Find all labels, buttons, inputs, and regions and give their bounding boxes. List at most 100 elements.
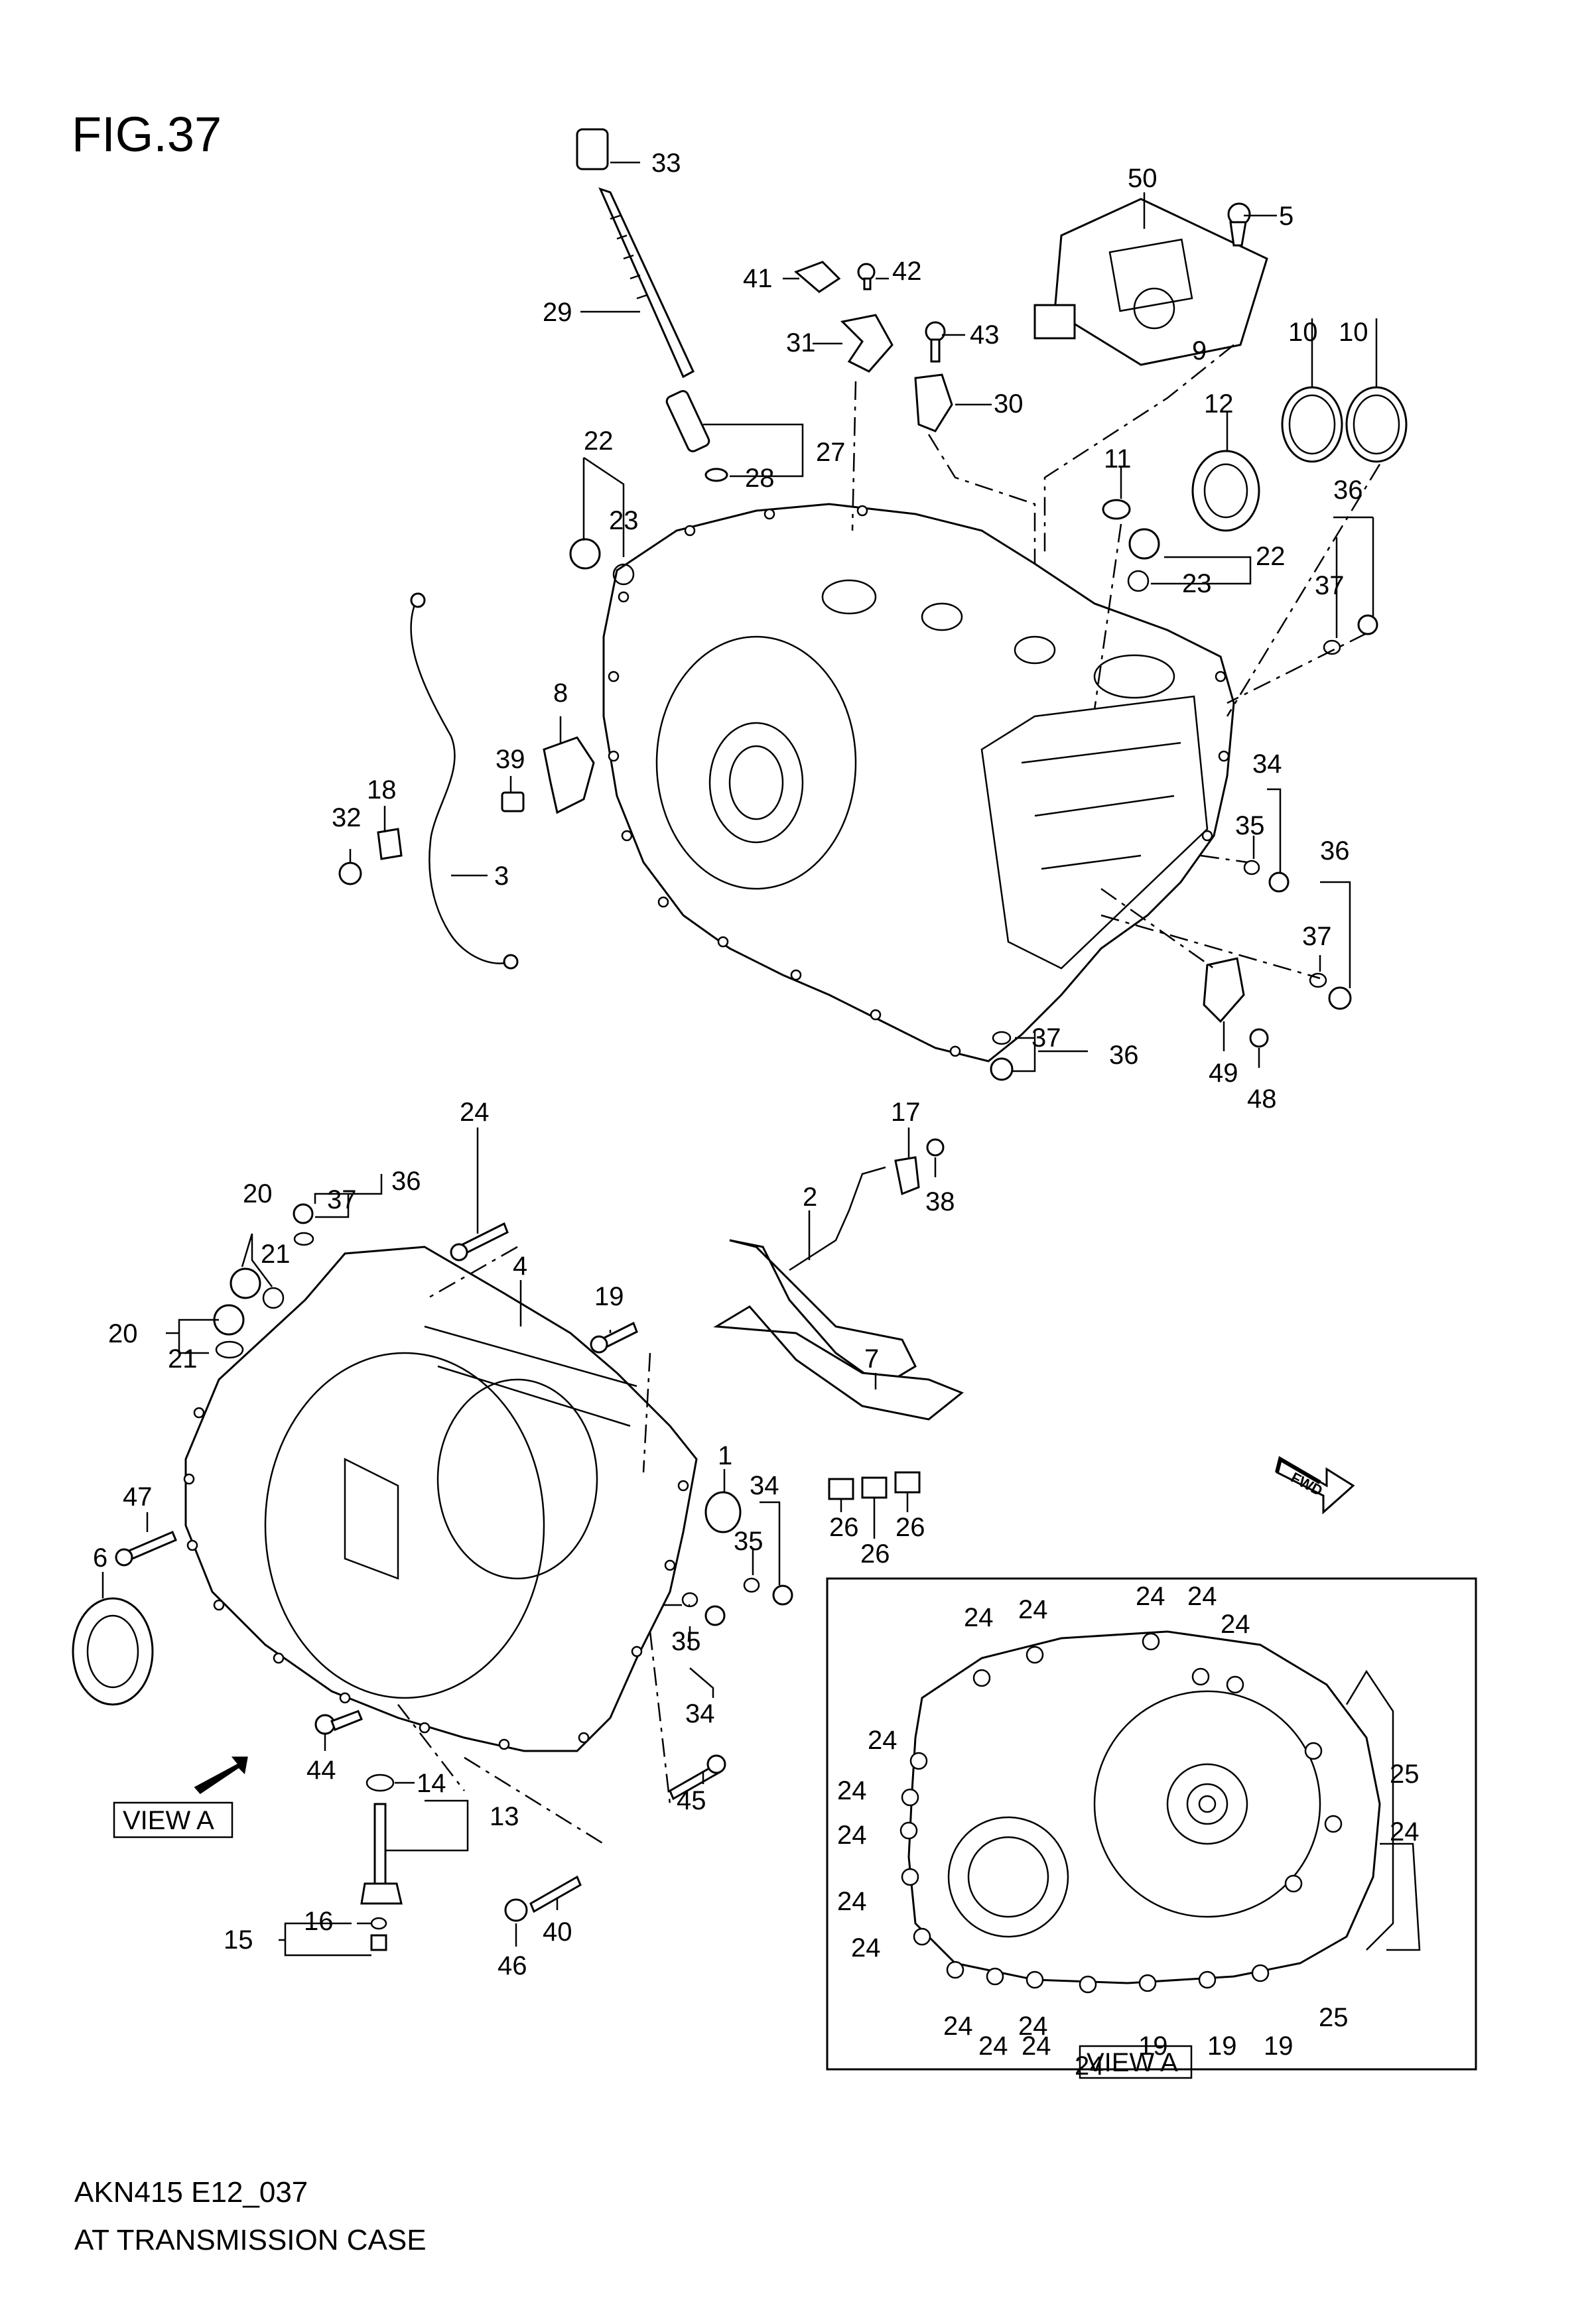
part-4-converter-housing <box>184 1246 698 1752</box>
part-50-connector <box>1033 304 1076 340</box>
part-20-plug-a <box>230 1267 261 1299</box>
part-16-gasket <box>370 1917 387 1930</box>
callout-31: 31 <box>786 328 816 357</box>
part-31-bracket <box>840 314 894 373</box>
inset-callout-19-c: 19 <box>1264 2032 1294 2061</box>
callout-23-b: 23 <box>1182 569 1212 598</box>
part-23-gasket-a <box>612 563 635 586</box>
part-15-plug <box>370 1934 387 1951</box>
part-36-plug-a <box>1357 614 1378 635</box>
callout-37-a: 37 <box>1315 571 1345 600</box>
callout-34-c: 34 <box>685 1699 715 1728</box>
part-1-seal <box>704 1491 742 1533</box>
callout-5: 5 <box>1279 202 1294 231</box>
part-37-gasket-b <box>1309 972 1327 988</box>
inset-callout-24-c: 24 <box>1136 1582 1165 1611</box>
part-17-clamp <box>894 1156 920 1196</box>
callout-22-b: 22 <box>1256 542 1286 571</box>
callout-3: 3 <box>494 862 509 891</box>
part-35-gasket-c <box>681 1592 698 1608</box>
part-18-clamp <box>377 828 403 860</box>
callout-2: 2 <box>803 1183 817 1212</box>
callout-43: 43 <box>970 320 1000 350</box>
inset-callout-24-g: 24 <box>837 1776 867 1805</box>
callout-36-a: 36 <box>1333 476 1363 505</box>
part-49-sensor <box>1203 957 1245 1023</box>
callout-48: 48 <box>1247 1084 1277 1114</box>
inset-bolt-holes <box>899 1632 1343 1994</box>
callout-26-c: 26 <box>896 1513 925 1542</box>
callout-36-b: 36 <box>1320 836 1350 866</box>
part-6-oil-seal <box>72 1597 154 1706</box>
callout-39: 39 <box>496 745 525 774</box>
part-37-gasket-a <box>1323 639 1341 655</box>
valve-body-face <box>980 695 1209 970</box>
callout-36-d: 36 <box>391 1167 421 1196</box>
callout-34-b: 34 <box>750 1471 779 1500</box>
callout-37-c: 37 <box>1031 1023 1061 1053</box>
part-48-bolt <box>1249 1028 1269 1048</box>
part-43-bolt <box>925 321 946 342</box>
leader-lines <box>101 161 1378 1957</box>
callout-12: 12 <box>1204 389 1234 419</box>
callout-35-c: 35 <box>671 1627 701 1656</box>
callout-47: 47 <box>123 1482 153 1512</box>
part-46-nut <box>504 1898 528 1922</box>
inset-callout-24-b: 24 <box>1018 1595 1048 1624</box>
callout-9: 9 <box>1192 336 1207 365</box>
callout-38: 38 <box>925 1187 955 1216</box>
inset-case-face <box>907 1630 1381 1984</box>
callout-42: 42 <box>892 257 922 286</box>
assembly-lines <box>397 344 1381 1845</box>
callout-17: 17 <box>891 1098 921 1127</box>
view-arrow-icon <box>194 1756 248 1794</box>
callout-4: 4 <box>513 1252 527 1281</box>
inset-callout-24-n: 24 <box>1018 2012 1048 2041</box>
part-10-oring-b <box>1345 386 1408 463</box>
callout-45: 45 <box>677 1786 706 1815</box>
callout-14: 14 <box>417 1769 446 1798</box>
inset-callout-24-l: 24 <box>1390 1817 1420 1846</box>
part-12-oil-seal <box>1191 450 1260 532</box>
part-35-gasket-a <box>1243 860 1260 875</box>
part-38-bolt <box>926 1138 945 1157</box>
callout-35-b: 35 <box>734 1527 763 1556</box>
callout-40: 40 <box>543 1917 572 1947</box>
callout-8: 8 <box>553 678 568 708</box>
callout-13: 13 <box>490 1802 519 1831</box>
part-10-oring-a <box>1281 386 1343 463</box>
part-37-gasket-d <box>293 1232 314 1246</box>
inset-frame <box>826 1577 1477 2071</box>
callout-29: 29 <box>543 298 572 327</box>
callout-10-a: 10 <box>1288 318 1318 347</box>
callout-15: 15 <box>224 1925 253 1955</box>
part-21-gasket-a <box>262 1287 285 1309</box>
callout-24: 24 <box>460 1098 490 1127</box>
part-44-bolt <box>314 1714 336 1735</box>
callout-11: 11 <box>1104 444 1132 474</box>
callout-20-b: 20 <box>108 1319 138 1348</box>
part-47-bolt <box>125 1531 177 1561</box>
callout-41: 41 <box>743 264 773 293</box>
callout-44: 44 <box>306 1756 336 1785</box>
part-8-plate <box>543 736 595 814</box>
case-bolt-holes <box>608 505 1230 1057</box>
inset-callout-24-e: 24 <box>1221 1610 1250 1639</box>
inset-callout-24-k: 24 <box>943 2012 973 2041</box>
bellhousing-bore <box>264 1352 545 1699</box>
part-22-plug-b <box>1128 528 1160 560</box>
inset-callout-24-d: 24 <box>1187 1582 1217 1611</box>
callout-20-a: 20 <box>243 1179 273 1208</box>
part-36-plug-d <box>293 1203 314 1224</box>
inset-main-bore <box>1093 1690 1321 1918</box>
part-40-stud <box>529 1875 582 1913</box>
callout-34-a: 34 <box>1252 749 1282 779</box>
lower-assembly: VIEW A <box>72 1138 964 1951</box>
callout-49: 49 <box>1209 1059 1238 1088</box>
transmission-case <box>602 503 1235 1063</box>
callout-7: 7 <box>864 1344 879 1374</box>
view-a-box <box>113 1801 233 1839</box>
inset-callout-19-a: 19 <box>1138 2032 1168 2061</box>
inset-callout-19-b: 19 <box>1207 2032 1237 2061</box>
part-2-pipe <box>789 1166 886 1271</box>
